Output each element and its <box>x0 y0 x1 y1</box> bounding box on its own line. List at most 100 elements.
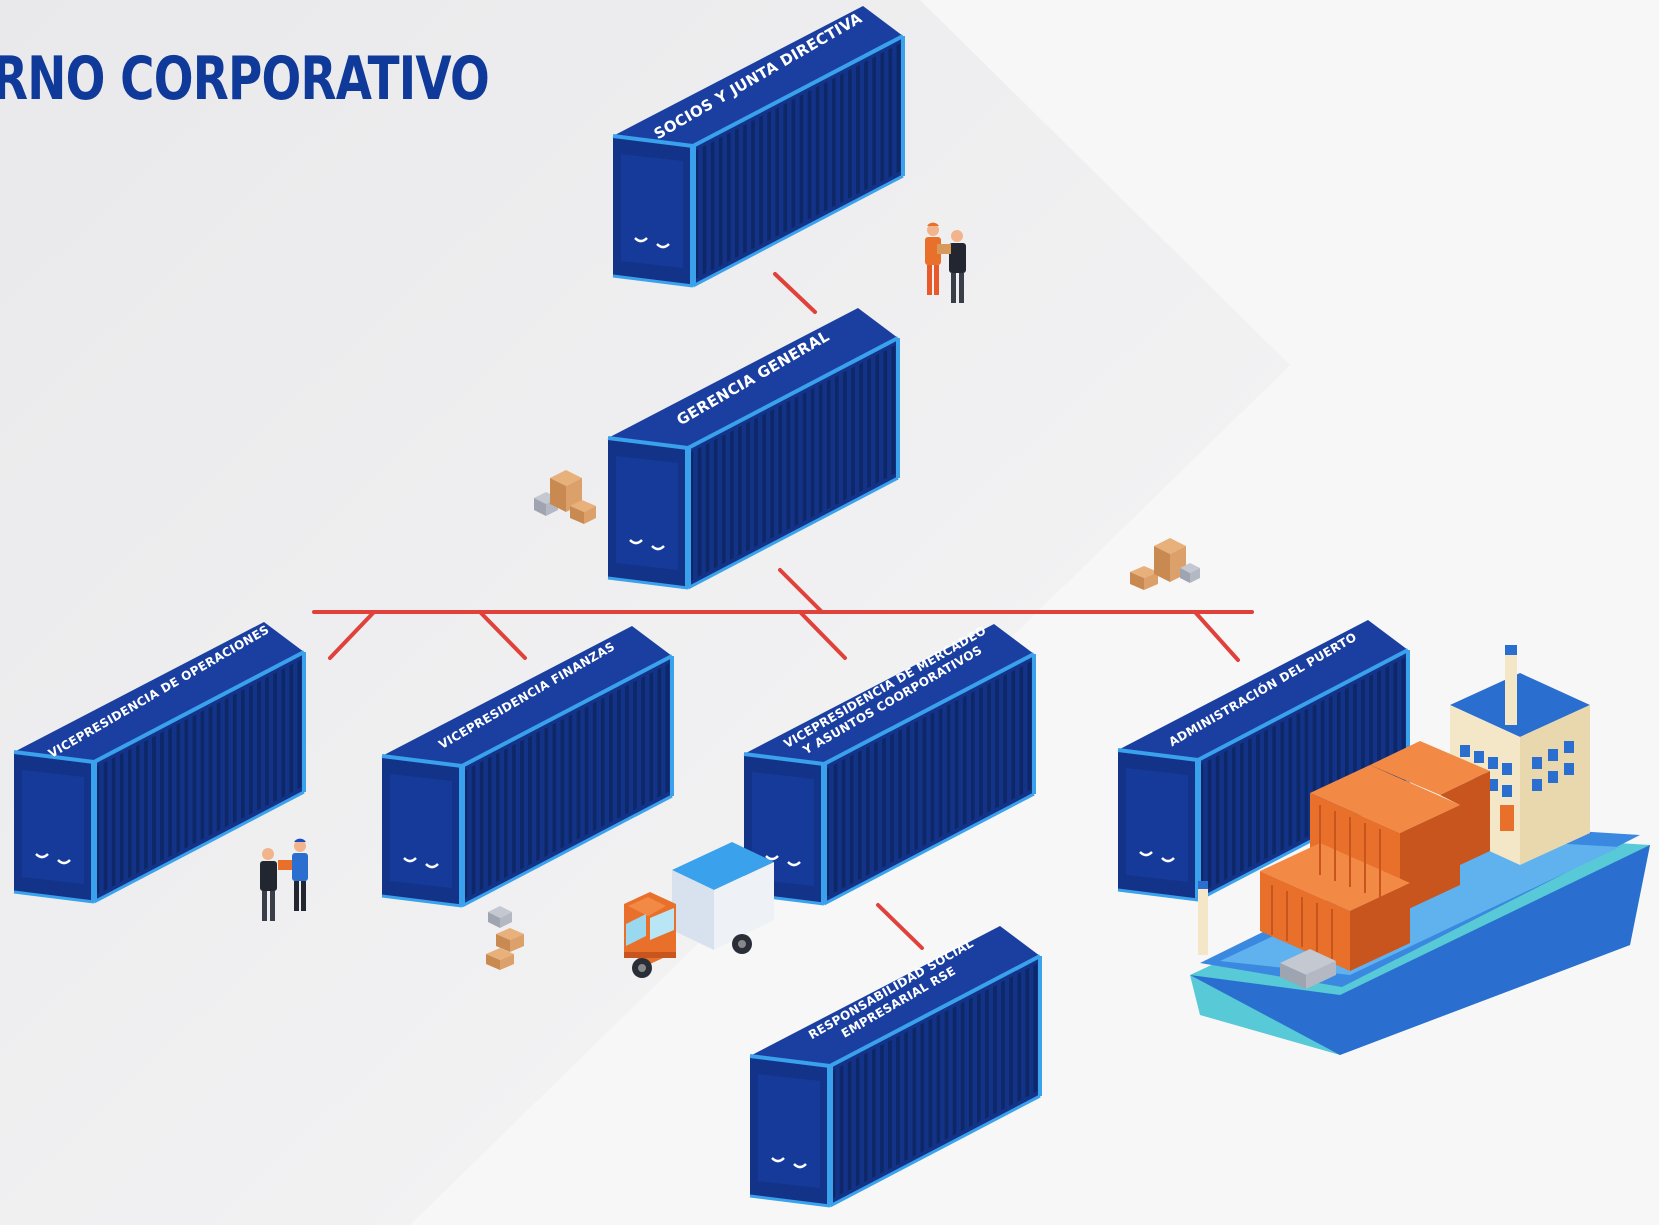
container-rib <box>888 47 893 178</box>
container-rib <box>944 1010 949 1140</box>
container-rib <box>882 737 886 868</box>
container-rib <box>718 136 723 267</box>
container-rib <box>1256 733 1260 864</box>
cardboard-boxes-icon <box>534 470 596 524</box>
container-edge <box>687 476 899 590</box>
container-rib <box>111 756 116 887</box>
container-rib <box>705 442 710 573</box>
container-rib <box>592 701 597 832</box>
container-rib <box>743 123 747 254</box>
container-rib <box>977 993 981 1123</box>
container-rib <box>184 718 189 849</box>
cardboard-boxes-icon <box>1130 538 1200 590</box>
container-door-handles <box>35 853 71 865</box>
container-rib <box>487 756 492 887</box>
container-rib <box>802 392 807 522</box>
container-rib <box>1288 716 1293 847</box>
container-edge <box>93 650 305 764</box>
container-edge <box>461 794 673 908</box>
container-edge <box>1197 648 1409 762</box>
container-rib <box>906 724 911 855</box>
container-rib <box>872 1048 876 1178</box>
container-operaciones-body <box>13 622 306 904</box>
container-rib <box>971 691 975 821</box>
container-rib <box>1248 737 1252 868</box>
container-rib <box>770 408 775 539</box>
container-edge <box>692 34 904 148</box>
container-rib <box>904 1031 908 1162</box>
container-rib <box>168 727 172 858</box>
container-rse-body <box>749 926 1042 1208</box>
container-rib <box>152 735 156 866</box>
container-rib <box>874 741 878 872</box>
container-rib <box>849 754 854 885</box>
container-rib <box>863 1052 868 1183</box>
container-rib <box>241 689 245 819</box>
container-rib <box>504 748 508 878</box>
container-rib <box>1011 669 1016 800</box>
container-door-panel <box>616 456 678 570</box>
container-rib <box>864 60 868 191</box>
container-edge <box>607 576 689 590</box>
container-rib <box>791 98 796 229</box>
container-rib <box>249 684 253 815</box>
container-rib <box>649 671 654 802</box>
connector-bus-mercadeo <box>798 610 847 660</box>
container-rib <box>938 708 943 838</box>
container-rib <box>512 743 516 874</box>
container-door-panel <box>758 1074 820 1188</box>
container-rib <box>783 102 788 233</box>
container-rib <box>1231 746 1236 877</box>
container-rib <box>1280 720 1285 851</box>
container-rib <box>1223 750 1228 881</box>
container-door-handles <box>771 1157 807 1169</box>
container-rib <box>600 697 605 828</box>
container-rib <box>552 722 557 853</box>
container-edge <box>93 790 305 904</box>
container-rib <box>136 744 140 874</box>
container-edge <box>13 750 95 764</box>
container-rib <box>839 1065 844 1195</box>
container-rib <box>762 413 766 544</box>
connector-gerencia-bus <box>778 568 824 614</box>
container-rib <box>883 349 888 480</box>
container-rib <box>962 695 967 826</box>
container-rib <box>520 739 524 870</box>
container-rib <box>995 678 999 809</box>
container-gerencia-body <box>607 308 900 590</box>
container-top-face <box>382 626 672 766</box>
container-top-face <box>1118 620 1408 760</box>
container-rib <box>127 748 132 879</box>
page-title: RNO CORPORATIVO <box>0 44 490 114</box>
container-rib <box>216 701 221 832</box>
container-edge <box>612 134 694 148</box>
container-rib <box>831 77 836 208</box>
container-rib <box>479 760 484 891</box>
container-rib <box>920 1022 925 1153</box>
container-rib <box>1304 708 1309 839</box>
container-rib <box>807 90 812 220</box>
container-rib <box>697 447 702 577</box>
container-rib <box>609 693 613 823</box>
container-edge <box>381 894 463 908</box>
container-rib <box>232 693 237 824</box>
container-rib <box>103 761 108 891</box>
container-rib <box>778 404 783 535</box>
container-door-handles <box>629 539 665 551</box>
container-rib <box>625 684 629 815</box>
container-rib <box>794 396 799 527</box>
delivery-truck-icon <box>624 842 774 978</box>
container-edge <box>823 792 1035 906</box>
container-rib <box>273 672 277 803</box>
container-rib <box>576 710 581 840</box>
container-rib <box>633 680 637 811</box>
container-rib <box>730 430 734 560</box>
container-rib <box>786 400 791 531</box>
container-rib <box>568 714 573 845</box>
container-rib <box>954 699 959 830</box>
container-edge <box>607 436 689 450</box>
container-rib <box>896 43 901 174</box>
container-rib <box>840 73 844 203</box>
container-rib <box>979 686 983 817</box>
